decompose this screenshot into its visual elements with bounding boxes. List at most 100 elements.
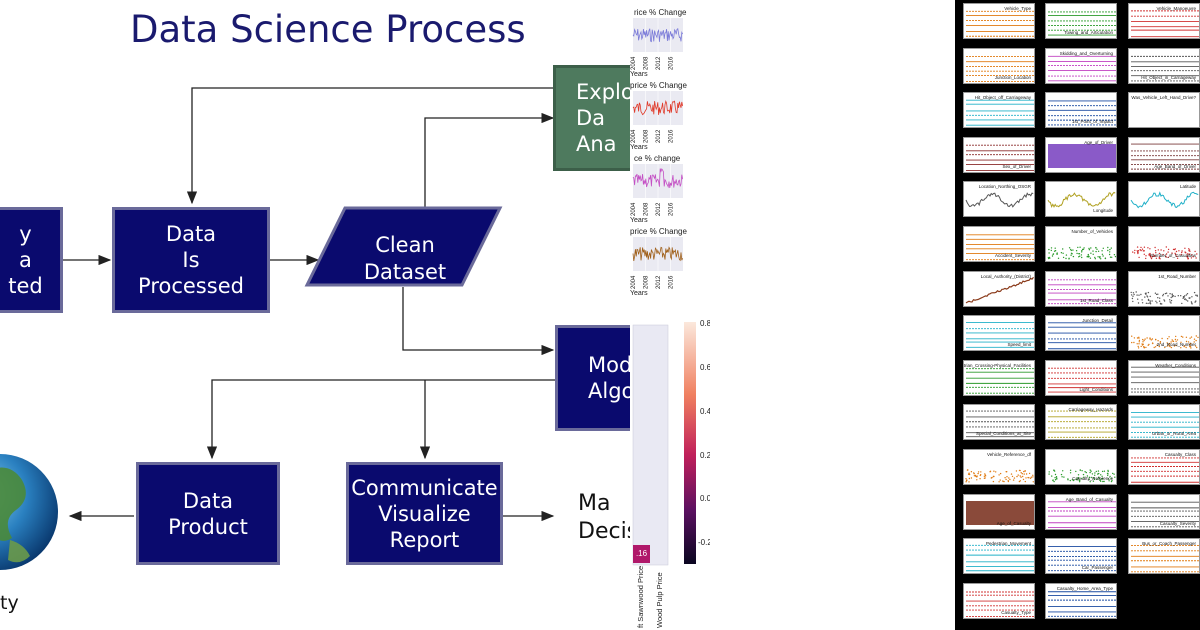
feature-plot-label: Accident_Severity (994, 253, 1031, 258)
mini-chart (632, 18, 683, 52)
feature-plot-label: 1st_Road_Class (1079, 297, 1113, 303)
feature-plot-label: Skidding_and_Overturning (1059, 50, 1113, 56)
colorbar-tick: -0.2 (698, 538, 710, 547)
feature-plot: Light_Conditions (1045, 359, 1117, 396)
mini-chart-xtick: 2016 (669, 275, 675, 289)
feature-plot: Car_Passenger (1045, 538, 1117, 575)
feature-plot: Vehicle_Manoeuvre (1128, 3, 1200, 39)
feature-plot-label: Urban_or_Rural_Area (1151, 431, 1196, 437)
feature-plot-label: Junction_Location (994, 74, 1031, 80)
feature-plot: Urban_or_Rural_Area (1128, 404, 1200, 441)
arrow-eda-to-processed (186, 87, 553, 205)
feature-plot: Pedestrian_Movement (963, 538, 1035, 575)
feature-plot: Casualty_Type (963, 582, 1035, 619)
box-communicate: Communicate Visualize Report (346, 462, 503, 565)
mini-chart (632, 237, 683, 271)
mini-chart-xtick: 2016 (669, 202, 675, 216)
colorbar-tick: 0.6 (700, 363, 710, 372)
clean-dataset-label: Clean Dataset (363, 233, 447, 284)
mini-chart-xtick: 2012 (656, 129, 662, 143)
heatmap-colorbar (684, 322, 696, 564)
globe-icon (0, 454, 58, 570)
mini-chart-xtick: 2012 (656, 275, 662, 289)
colorbar-tick: 0.0 (700, 494, 710, 503)
feature-plot-label: Casualty_Home_Area_Type (1056, 585, 1113, 591)
mini-chart-xlabel: Years (630, 144, 648, 151)
mini-chart-title-2: price % Change (630, 81, 687, 90)
feature-plot: Junction_Location (963, 47, 1035, 84)
feature-plot-label: Number_of_Casualties (1150, 253, 1196, 258)
feature-plot-label: Towing_and_Articulation (1064, 30, 1113, 35)
feature-plot: Age_Band_of_Casualty (1045, 493, 1117, 530)
feature-plot: 1st_Point_of_Impact (1045, 92, 1117, 129)
feature-plot-label: Vehicle_Type (1004, 6, 1031, 11)
feature-plot-label: Special_Conditions_at_Site (975, 431, 1031, 437)
feature-plot-label: Casualty_Type (1001, 609, 1031, 615)
feature-plot: Carriageway_Hazards (1045, 404, 1117, 441)
feature-plot-label: 2nd_Road_Number (1156, 342, 1196, 348)
box-data-collected: y a ted (0, 207, 63, 313)
feature-plot: 1st_Road_Number (1128, 270, 1200, 307)
feature-plot-label: Casualty_Reference (1072, 476, 1113, 481)
feature-plot: Hit_Object_in_Carriageway (1128, 47, 1200, 84)
box-exploratory-analysis: Explo Da Ana (553, 65, 630, 171)
mini-chart-xlabel: Years (630, 290, 648, 297)
mini-chart-line (632, 168, 683, 189)
feature-plot: Vehicle_Type (963, 3, 1035, 39)
feature-plot-label: Age_of_Casualty (996, 520, 1031, 526)
feature-plot-label: Latitude (1179, 184, 1196, 190)
arrow-clean-to-eda (424, 112, 555, 207)
colorbar-tick: 0.8 (700, 319, 710, 328)
mini-chart (632, 164, 683, 198)
feature-plot-label: Location_Northing_OSGR (978, 184, 1031, 190)
feature-plot-label: Speed_limit (1007, 342, 1031, 348)
box-models-algorithms: Mode Algori (555, 325, 630, 431)
feature-plot: Latitude (1128, 181, 1200, 218)
price-change-panel: rice % Change price % Change ce % change… (630, 0, 710, 630)
make-decisions-text: Ma Decis (578, 491, 630, 544)
mini-chart-xtick: 2012 (656, 56, 662, 70)
feature-plot: 1st_Road_Class (1045, 270, 1117, 307)
feature-plot-label: 1st_Point_of_Impact (1071, 119, 1113, 125)
feature-plot-label: Vehicle_Manoeuvre (1156, 6, 1196, 11)
feature-plot: Weather_Conditions (1128, 359, 1200, 396)
feature-plot-label: Age_Band_of_Driver (1154, 163, 1196, 169)
mini-chart-xtick: 2016 (669, 129, 675, 143)
feature-plot-label: Longitude (1093, 208, 1113, 214)
feature-plot-label: 1st_Road_Number (1158, 273, 1196, 279)
box-data-product: Data Product (136, 462, 280, 565)
mini-chart (632, 91, 683, 125)
colorbar-tick: 0.2 (700, 451, 710, 460)
feature-plot: 2nd_Road_Number (1128, 315, 1200, 352)
feature-plot: Was_Vehicle_Left_Hand_Drive? (1128, 92, 1200, 129)
feature-plot: Hit_Object_off_Carriageway (963, 92, 1035, 129)
feature-plot-label: Age_Band_of_Casualty (1065, 496, 1113, 502)
feature-plot: Bus_or_Coach_Passenger (1128, 538, 1200, 575)
heatmap-cell-value: .16 (633, 545, 650, 563)
feature-plot: Casualty_Severity (1128, 493, 1200, 530)
feature-plot-label: Hit_Object_off_Carriageway (974, 95, 1031, 101)
feature-plot-label: Light_Conditions (1079, 386, 1113, 392)
feature-plot: Number_of_Vehicles (1045, 226, 1117, 262)
heatmap-xlabel-1: ft Sawnwood Price (636, 565, 645, 628)
arrow-clean-to-model (402, 287, 555, 356)
feature-plot: Age_of_Driver (1045, 136, 1117, 173)
feature-plot-label: Carriageway_Hazards (1068, 407, 1113, 413)
feature-plot-label: Was_Vehicle_Left_Hand_Drive? (1131, 95, 1196, 101)
feature-plot: Casualty_Home_Area_Type (1045, 582, 1117, 619)
feature-plot-label: Vehicle_Reference_df (986, 452, 1031, 457)
mini-chart-title-4: price % Change (630, 227, 687, 236)
mini-chart-xtick: 2008 (644, 202, 650, 216)
mini-chart-xtick: 2004 (631, 129, 637, 143)
feature-plot: Longitude (1045, 181, 1117, 218)
feature-plot-label: Sex_of_Driver (1002, 163, 1031, 169)
feature-plot-label: Local_Authority_(District) (980, 273, 1031, 279)
feature-plot: Casualty_Class (1128, 449, 1200, 485)
feature-plot: Accident_Severity (963, 226, 1035, 262)
feature-plot-label: Junction_Detail (1082, 318, 1113, 324)
mini-chart-xtick: 2008 (644, 275, 650, 289)
feature-plot-label: Age_of_Driver (1084, 139, 1113, 145)
mini-chart-line (632, 100, 683, 116)
